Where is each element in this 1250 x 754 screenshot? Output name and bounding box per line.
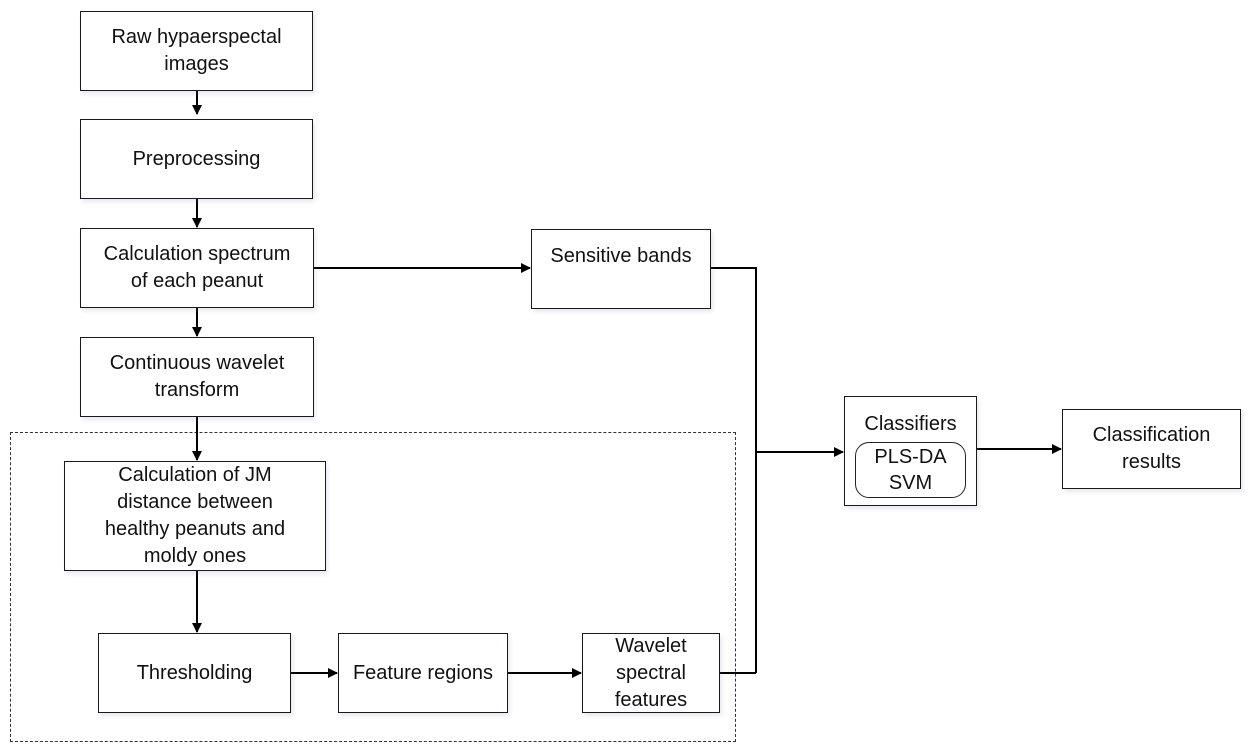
node-jm-distance: Calculation of JM distance between healt… bbox=[64, 461, 326, 571]
node-raw-images: Raw hypaerspectal images bbox=[80, 11, 313, 91]
node-classification-results-label: Classification results bbox=[1092, 424, 1211, 473]
node-wavelet-features-label: Wavelet spectral features bbox=[614, 634, 688, 711]
node-preprocessing: Preprocessing bbox=[80, 119, 313, 199]
node-cwt-label: Continuous wavelet transform bbox=[109, 352, 285, 401]
classifiers-title: Classifiers bbox=[864, 413, 957, 435]
node-sensitive-bands-label: Sensitive bands bbox=[550, 244, 692, 267]
node-sensitive-bands: Sensitive bands bbox=[531, 229, 711, 309]
node-preprocessing-label: Preprocessing bbox=[132, 147, 261, 170]
node-continuous-wavelet-transform: Continuous wavelet transform bbox=[80, 337, 314, 417]
classifier-methods-label: PLS-DA SVM bbox=[874, 446, 947, 494]
node-classifiers: Classifiers PLS-DA SVM bbox=[844, 396, 977, 506]
node-classification-results: Classification results bbox=[1062, 409, 1241, 489]
node-calculation-spectrum: Calculation spectrum of each peanut bbox=[80, 228, 314, 308]
classifier-methods: PLS-DA SVM bbox=[855, 442, 966, 498]
node-feature-regions-label: Feature regions bbox=[352, 661, 494, 684]
node-wavelet-spectral-features: Wavelet spectral features bbox=[582, 633, 720, 713]
node-raw-images-label: Raw hypaerspectal images bbox=[111, 26, 282, 75]
node-jm-distance-label: Calculation of JM distance between healt… bbox=[104, 464, 286, 567]
node-calculation-spectrum-label: Calculation spectrum of each peanut bbox=[103, 243, 291, 292]
node-feature-regions: Feature regions bbox=[338, 633, 508, 713]
node-thresholding-label: Thresholding bbox=[136, 661, 253, 684]
node-thresholding: Thresholding bbox=[98, 633, 291, 713]
